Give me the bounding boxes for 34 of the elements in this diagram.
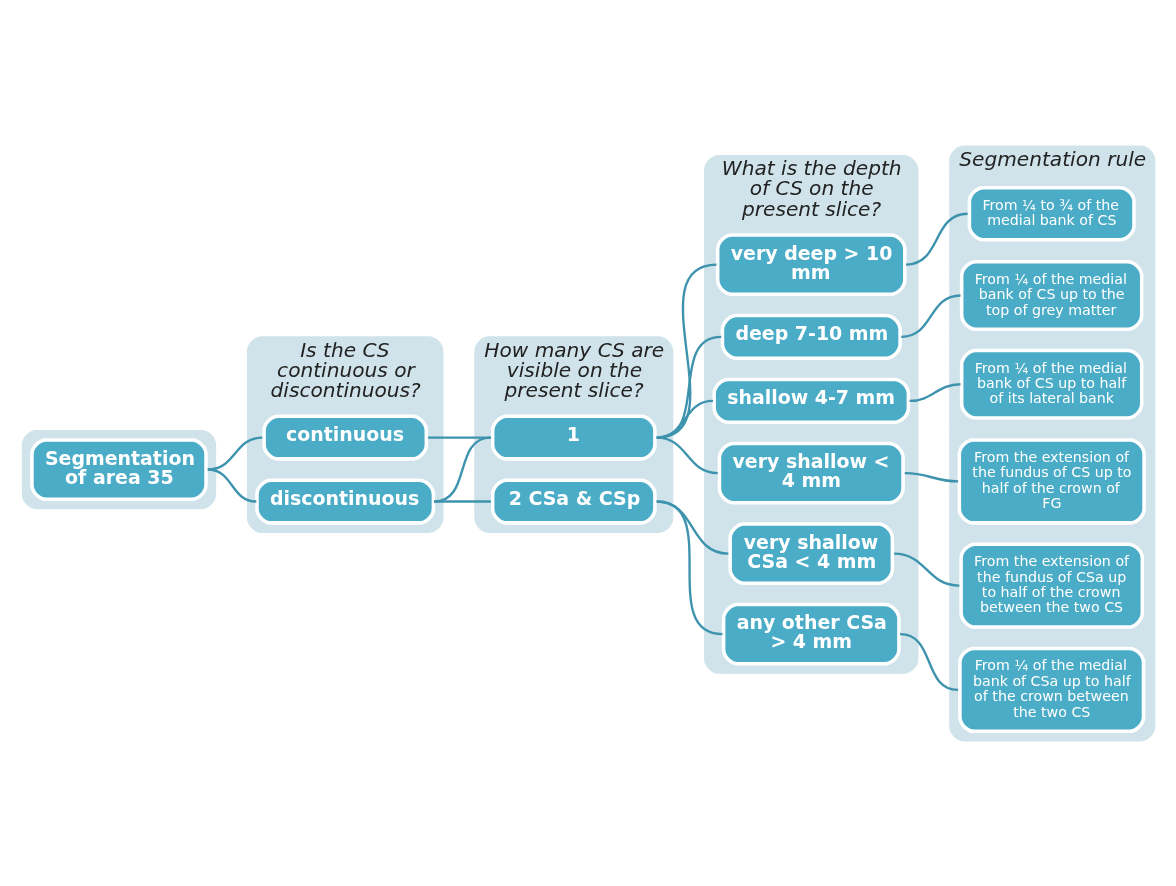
connector xyxy=(656,399,714,439)
node-box: shallow 4-7 mm xyxy=(712,377,911,424)
connector xyxy=(656,499,723,635)
node-box: discontinuous xyxy=(255,477,436,525)
node-box: continuous xyxy=(262,414,429,461)
node-box: 1 xyxy=(490,414,657,461)
node-box: 2 CSa & CSp xyxy=(490,477,657,525)
node-box: From ¼ to ¾ of the medial bank of CS xyxy=(967,185,1136,242)
connector xyxy=(433,435,492,503)
connector xyxy=(428,435,491,439)
node-box: From the extension of the fundus of CSa up to half of the crown between the two CS xyxy=(959,541,1145,629)
connector xyxy=(434,499,491,503)
connector xyxy=(656,263,717,439)
node-box: From ¼ of the medial bank of CSa up to half of the crown between the two CS xyxy=(958,646,1146,733)
connector xyxy=(901,293,961,338)
connector xyxy=(207,467,257,503)
connector xyxy=(656,335,722,439)
node-box: Segmentation of area 35 xyxy=(30,437,208,501)
node-box: From ¼ of the medial bank of CS up to half of its lateral bank xyxy=(959,348,1144,420)
node-box: deep 7-10 mm xyxy=(720,313,902,360)
node-box: From the extension of the fundus of CS up to half of the crown of FG xyxy=(957,437,1146,525)
node-box: any other CSa > 4 mm xyxy=(721,602,901,666)
connector xyxy=(656,435,718,474)
connector xyxy=(909,382,961,402)
connector xyxy=(894,551,960,587)
node-box: very shallow < 4 mm xyxy=(717,441,905,504)
node-box: very shallow CSa < 4 mm xyxy=(728,521,895,585)
connector xyxy=(207,435,263,471)
connector xyxy=(899,632,959,691)
connector xyxy=(904,471,959,483)
node-box: very deep > 10 mm xyxy=(715,232,907,296)
connector xyxy=(905,212,968,266)
cluster xyxy=(21,429,217,509)
node-box: From ¼ of the medial bank of CS up to the top of grey matter xyxy=(959,259,1144,331)
